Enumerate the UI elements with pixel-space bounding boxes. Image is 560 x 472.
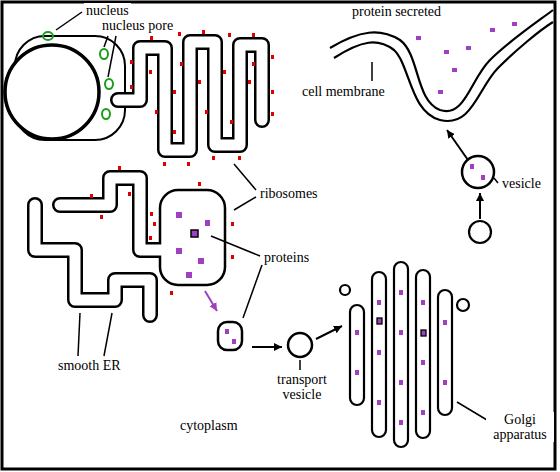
membrane-line [334,22,553,121]
part-label: cell membrane [300,84,387,99]
ribosome-dots [90,30,274,295]
part-label: smooth ER [56,358,123,373]
leader-line [104,313,112,356]
cell-membrane [330,10,553,121]
nuclear-pores [43,32,113,119]
flow-arrow [252,346,282,348]
protein-dot [191,230,198,237]
budding-vesicle [218,322,242,350]
leader-line [243,265,262,318]
er-outline [118,42,262,150]
protein-dots [225,329,236,344]
golgi-bleb [457,299,469,311]
golgi-cisterna [438,290,452,415]
leader-line [56,12,82,30]
protein-dot [421,330,426,336]
nuclear-pore [43,32,53,40]
er-lumen [60,178,164,250]
part-label: protein secreted [350,4,443,19]
part-label: transport vesicle [266,372,338,402]
flow-arrow [205,291,217,311]
leader-line [78,313,80,356]
secretory-vesicle [462,156,494,188]
part-label: nucleus pore [100,18,175,33]
nucleus-circle [5,45,99,139]
leader-line [371,62,373,81]
leader-line [211,236,260,256]
leader-line [457,402,487,420]
leader-line [104,36,108,47]
part-label: Golgi apparatus [486,412,554,442]
leader-line [234,164,256,190]
nuclear-pore [100,49,108,59]
part-label: vesicle [500,176,543,191]
secretory-vesicle [469,221,491,243]
nuclear-pore [105,79,113,89]
transport-vesicle [288,333,312,357]
golgi-cisterna [350,305,364,405]
part-label: proteins [262,250,311,265]
membrane-line [330,10,553,111]
protein-dots [470,164,485,180]
part-label: nucleus [84,3,131,18]
picture-frame [2,2,555,469]
smooth-er-outline [35,205,150,315]
golgi-bleb [340,285,350,295]
nuclear-pore [102,109,110,119]
part-label: ribosomes [258,186,320,201]
flow-arrow [447,130,468,160]
part-label: cytoplasm [178,418,240,433]
protein-dot [377,318,382,324]
golgi-stack [340,262,469,447]
leader-line [108,36,116,77]
protein-dots [176,212,210,278]
leader-line [234,197,256,210]
golgi-cisterna [394,262,408,447]
flow-arrow [479,193,481,219]
flow-arrow [316,326,342,339]
er-lumen [118,42,262,150]
leader-lines [56,12,498,420]
leader-line [299,360,301,370]
smooth-er-lumen [35,205,150,315]
secreted-protein-dots [416,22,517,94]
protein-dots [355,290,447,425]
leader-line [494,178,498,183]
smooth-er [35,205,150,315]
